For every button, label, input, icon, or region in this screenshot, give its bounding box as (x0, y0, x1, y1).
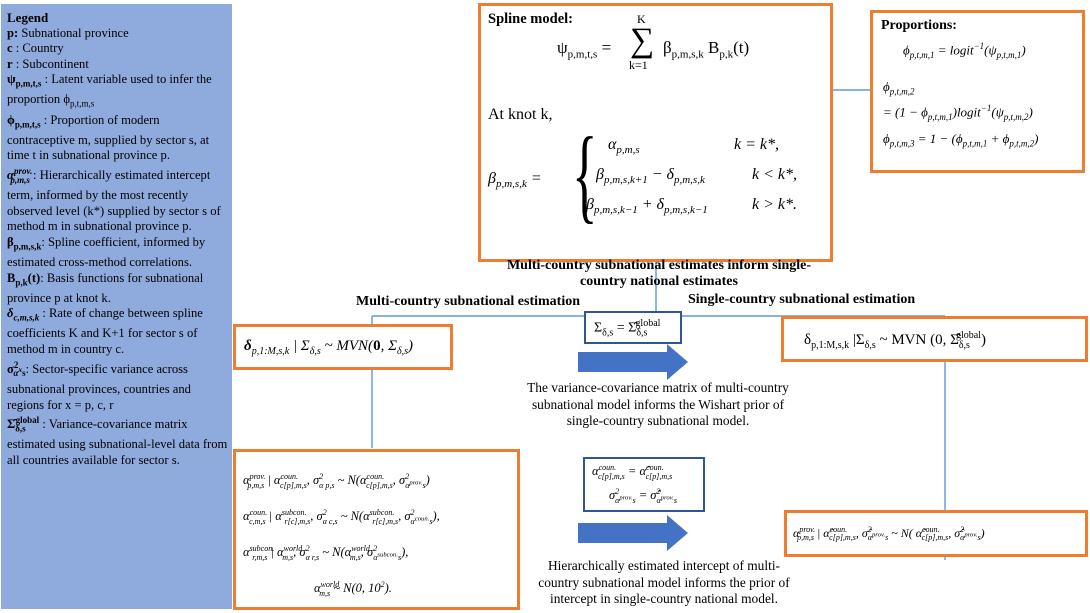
delta-multi-eq: δp,1:M,s,k | Σδ,s ~ MVN(0, Σδ,s) (244, 338, 414, 357)
legend-row-beta: βp,m,s,k: Spline coefficient, informed b… (7, 234, 206, 270)
heading-single-country: Single-country subnational estimation (688, 292, 916, 307)
legend-row-c: c : Country (7, 41, 64, 56)
legend-row-p: p: Subnational province (7, 25, 129, 40)
legend-row-sigma: σ2αxs: Sector-specific variance across s… (7, 359, 191, 412)
legend-row-phi: ϕp,m,t,s : Proportion of modern contrace… (7, 112, 210, 163)
note-vcov: The variance-covariance matrix of multi-… (527, 380, 789, 429)
alpha-multi-box: αprov.p,m,s | αcoun.c[p],m,s, σ2α p,s ~ … (233, 449, 520, 610)
proportion-eq-2: ϕp,t,m,2= (1 − ϕp,t,m,1)logit−1(ψp,t,m,2… (883, 79, 1033, 122)
delta-single-eq: δp,1:M,s,k |Σδ,s ~ MVN (0, Σ̂δ,sglobal) (804, 330, 986, 351)
alpha-hat-box: αcoun.c[p],m,s = α̂coun.c[p],m,s σ2αprov… (583, 457, 705, 512)
proportion-eq-1: ϕp,t,m,1 = logit−1(ψp,t,m,1) (903, 41, 1026, 60)
note-intercept: Hierarchically estimated intercept of mu… (538, 558, 790, 607)
proportions-box: Proportions: ϕp,t,m,1 = logit−1(ψp,t,m,1… (870, 10, 1085, 173)
proportions-title: Proportions: (881, 18, 957, 33)
alpha-single-box: αprov.p,m,s | α̂coun.c[p],m,s, σ̂2αprov.… (784, 510, 1088, 557)
alpha-eq-2: αcoun.c,m,s | αsubcon.r[c],m,s, σ2α c,s … (243, 508, 440, 526)
alpha-eq-4: αworldm,s ~ N(0, 102). (314, 580, 392, 598)
legend-panel: Legend p: Subnational province c : Count… (1, 4, 232, 609)
legend-row-psi: ψp,m,t,s : Latent variable used to infer… (7, 72, 212, 109)
spline-at-knot: At knot k, (488, 106, 553, 123)
alpha-single-eq: αprov.p,m,s | α̂coun.c[p],m,s, σ̂2αprov.… (793, 525, 985, 543)
heading-inform: Multi-country subnational estimates info… (506, 258, 812, 289)
sigma-global-eq: Σδ,s = Σ̂δ,sglobal (594, 318, 661, 339)
heading-multi-country: Multi-country subnational estimation (356, 294, 581, 309)
alpha-eq-3: αsubcon.r,m,s | αworldm,s, σ2α r,s ~ N(α… (243, 544, 409, 562)
legend-title: Legend (7, 10, 49, 25)
legend-row-alpha: αprov.p,m,s : Hierarchically estimated i… (7, 165, 221, 234)
sigma-global-box: Σδ,s = Σ̂δ,sglobal (584, 311, 682, 344)
delta-single-box: δp,1:M,s,k |Σδ,s ~ MVN (0, Σ̂δ,sglobal) (781, 316, 1088, 362)
legend-row-r: r : Subcontinent (7, 56, 89, 71)
arrow-vcov (578, 344, 688, 380)
legend-row-basis: Bp,k(t): Basis functions for subnational… (7, 270, 204, 305)
legend-row-sigmahat: Σ̂δ,sglobal : Variance-covariance matrix… (7, 415, 228, 468)
legend-row-delta: δc,m,s,k : Rate of change between spline… (7, 306, 203, 357)
spline-title: Spline model: (488, 11, 573, 27)
alpha-hat-eq-1: αcoun.c[p],m,s = α̂coun.c[p],m,s (592, 463, 673, 481)
delta-multi-box: δp,1:M,s,k | Σδ,s ~ MVN(0, Σδ,s) (233, 324, 453, 370)
beta-piecewise: βp,m,s,k = { αp,m,s k = k*, βp,m,s,k+1 −… (488, 116, 797, 233)
arrow-intercept (578, 515, 688, 551)
proportion-eq-3: ϕp,t,m,3 = 1 − (ϕp,t,m,1 + ϕp,t,m,2) (883, 131, 1039, 149)
alpha-hat-eq-2: σ2αprov.s = σ̂2αprov.s (609, 487, 677, 505)
spline-model-box: Spline model: ψp,m,t,s = K ∑ k=1 βp,m,s,… (478, 3, 833, 262)
alpha-eq-1: αprov.p,m,s | αcoun.c[p],m,s, σ2α p,s ~ … (243, 472, 430, 490)
